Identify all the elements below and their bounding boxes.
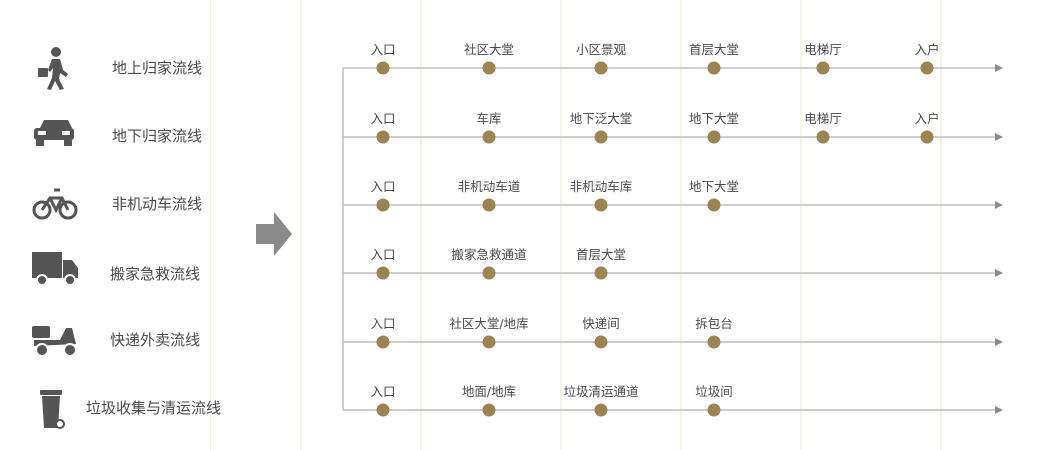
flow-stop-label: 首层大堂 bbox=[689, 42, 739, 57]
flow-stop-label: 拆包台 bbox=[695, 316, 733, 331]
legend-item-nonmotor: 非机动车流线 bbox=[0, 174, 260, 234]
legend-item-garbage: 垃圾收集与清运流线 bbox=[0, 378, 260, 438]
flow-stop-dot bbox=[594, 335, 608, 349]
flow-stop-label: 电梯厅 bbox=[804, 111, 842, 126]
flow-row: 入口 社区大堂/地库 快递间 拆包台 bbox=[343, 316, 1003, 349]
flow-stop-dot bbox=[482, 403, 496, 417]
flow-stop-dot bbox=[920, 61, 934, 75]
flow-stop-dot bbox=[707, 403, 721, 417]
flow-row: 入口 搬家急救通道 首层大堂 bbox=[343, 247, 1003, 280]
flow-stop-label: 垃圾清运通道 bbox=[563, 384, 639, 399]
flow-stop-label: 非机动车库 bbox=[570, 179, 633, 194]
walking-person-icon bbox=[38, 47, 68, 90]
flow-arrowhead bbox=[995, 406, 1003, 414]
flow-arrowhead bbox=[995, 201, 1003, 209]
flow-stop-dot bbox=[482, 335, 496, 349]
legend-label: 地上归家流线 bbox=[112, 59, 203, 77]
flow-row: 入口 车库 地下泛大堂 地下大堂 电梯厅 入户 bbox=[343, 111, 1003, 144]
legend-item-moving: 搬家急救流线 bbox=[0, 242, 260, 302]
flow-stop-dot bbox=[376, 266, 390, 280]
flow-stop-label: 搬家急救通道 bbox=[451, 247, 527, 262]
flow-stop-dot bbox=[594, 130, 608, 144]
flow-stop-label: 入口 bbox=[370, 111, 395, 126]
flow-stop-dot bbox=[594, 266, 608, 280]
flow-arrowhead bbox=[995, 269, 1003, 277]
flow-stop-label: 小区景观 bbox=[576, 42, 627, 57]
flow-stop-dot bbox=[376, 198, 390, 212]
flow-stop-dot bbox=[376, 61, 390, 75]
scooter-icon bbox=[32, 326, 77, 357]
flow-arrowhead bbox=[995, 338, 1003, 346]
flow-stop-label: 社区大堂/地库 bbox=[449, 316, 528, 331]
trash-bin-icon bbox=[40, 390, 65, 429]
car-icon bbox=[34, 120, 74, 146]
flow-stop-dot bbox=[707, 61, 721, 75]
truck-icon bbox=[32, 252, 78, 286]
flow-stop-label: 地下泛大堂 bbox=[570, 111, 633, 126]
flow-stop-label: 入户 bbox=[914, 111, 939, 126]
flow-stop-dot bbox=[482, 198, 496, 212]
legend-label: 快递外卖流线 bbox=[110, 331, 201, 349]
legend-item-delivery: 快递外卖流线 bbox=[0, 310, 260, 370]
flow-arrowhead bbox=[995, 64, 1003, 72]
flow-row: 入口 非机动车道 非机动车库 地下大堂 bbox=[343, 179, 1003, 212]
flow-arrowhead bbox=[995, 133, 1003, 141]
flow-stop-dot bbox=[707, 130, 721, 144]
flow-stop-dot bbox=[482, 130, 496, 144]
legend-item-underground: 地下归家流线 bbox=[0, 106, 260, 166]
flow-stop-dot bbox=[707, 198, 721, 212]
flow-stop-label: 快递间 bbox=[582, 316, 620, 331]
flow-stop-dot bbox=[594, 403, 608, 417]
flow-stop-dot bbox=[816, 130, 830, 144]
legend-item-ground: 地上归家流线 bbox=[0, 38, 260, 98]
flow-stop-dot bbox=[920, 130, 934, 144]
flow-stop-dot bbox=[482, 61, 496, 75]
flow-stop-dot bbox=[482, 266, 496, 280]
flow-stop-label: 地面/地库 bbox=[462, 384, 516, 399]
flow-stop-dot bbox=[816, 61, 830, 75]
flow-stop-label: 入口 bbox=[370, 316, 395, 331]
flow-stop-label: 入户 bbox=[914, 42, 939, 57]
flow-stop-dot bbox=[707, 335, 721, 349]
legend-label: 非机动车流线 bbox=[112, 195, 203, 213]
flow-stop-label: 入口 bbox=[370, 247, 395, 262]
flow-stop-label: 入口 bbox=[370, 179, 395, 194]
flow-stop-label: 车库 bbox=[476, 111, 501, 126]
flow-stop-label: 首层大堂 bbox=[576, 247, 626, 262]
flow-stop-dot bbox=[594, 198, 608, 212]
legend-label: 搬家急救流线 bbox=[110, 265, 201, 283]
flow-row: 入口 地面/地库 垃圾清运通道 垃圾间 bbox=[343, 384, 1003, 417]
flow-stop-dot bbox=[594, 61, 608, 75]
flow-stop-label: 电梯厅 bbox=[804, 42, 842, 57]
bicycle-icon bbox=[32, 188, 78, 220]
flow-stop-label: 社区大堂 bbox=[464, 42, 514, 57]
flow-stop-label: 地下大堂 bbox=[689, 179, 739, 194]
flow-stop-label: 地下大堂 bbox=[689, 111, 739, 126]
flow-stop-dot bbox=[376, 403, 390, 417]
flow-stop-dot bbox=[376, 335, 390, 349]
right-arrow-icon bbox=[256, 212, 292, 256]
flow-stop-label: 入口 bbox=[370, 42, 395, 57]
flow-stop-label: 垃圾间 bbox=[695, 384, 733, 399]
flow-stop-label: 入口 bbox=[370, 384, 395, 399]
legend-label: 垃圾收集与清运流线 bbox=[86, 399, 222, 417]
flow-stop-label: 非机动车道 bbox=[458, 179, 521, 194]
flow-row: 入口 社区大堂 小区景观 首层大堂 电梯厅 入户 bbox=[343, 42, 1003, 75]
flow-stop-dot bbox=[376, 130, 390, 144]
legend-label: 地下归家流线 bbox=[112, 127, 203, 145]
